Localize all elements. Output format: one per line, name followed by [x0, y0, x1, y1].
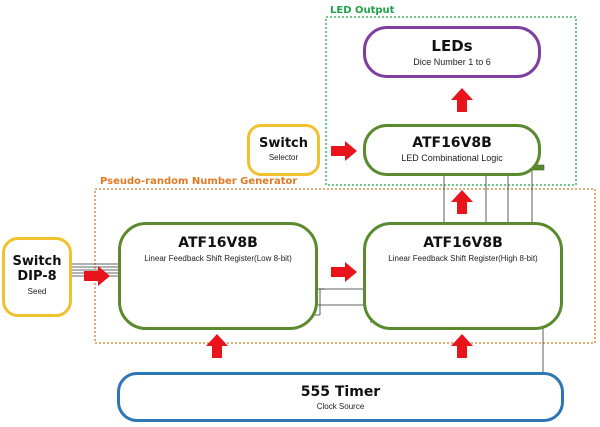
arrow-logic-to-leds: [451, 88, 473, 112]
led-output-region: [325, 16, 577, 186]
seed-switch-title-line1: Switch: [12, 254, 62, 269]
timer-subtitle: Clock Source: [316, 402, 365, 411]
selector-switch-title: Switch: [258, 136, 308, 151]
lfsr-high-subtitle: Linear Feedback Shift Register(High 8-bi…: [388, 254, 538, 263]
led-logic-block: ATF16V8B LED Combinational Logic: [363, 124, 541, 176]
lfsr-low-subtitle: Linear Feedback Shift Register(Low 8-bit…: [144, 254, 292, 263]
lfsr-low-title: ATF16V8B: [178, 235, 258, 251]
arrow-timer-to-low: [206, 334, 228, 358]
arrow-low-to-high: [331, 262, 357, 282]
led-logic-subtitle: LED Combinational Logic: [401, 153, 503, 163]
seed-switch-title-line2: DIP-8: [17, 269, 57, 284]
lfsr-low-block: ATF16V8B Linear Feedback Shift Register(…: [118, 222, 318, 330]
selector-switch-block[interactable]: Switch Selector: [247, 124, 320, 176]
leds-title: LEDs: [431, 37, 473, 55]
led-logic-title: ATF16V8B: [412, 135, 492, 151]
arrow-seed-to-low: [84, 266, 110, 286]
timer-title: 555 Timer: [300, 384, 381, 400]
seed-dip-switch-block[interactable]: Switch DIP-8 Seed: [2, 237, 72, 317]
arrows: [84, 88, 473, 358]
prng-region: [94, 188, 596, 344]
leds-subtitle: Dice Number 1 to 6: [413, 57, 491, 67]
arrow-timer-to-high: [451, 334, 473, 358]
lfsr-high-title: ATF16V8B: [423, 235, 503, 251]
lfsr-high-block: ATF16V8B Linear Feedback Shift Register(…: [363, 222, 563, 330]
arrow-selector-to-logic: [331, 141, 357, 161]
prng-label: Pseudo-random Number Generator: [100, 176, 298, 187]
selector-switch-subtitle: Selector: [268, 153, 299, 162]
leds-block: LEDs Dice Number 1 to 6: [363, 26, 541, 78]
led-output-label: LED Output: [330, 5, 395, 16]
seed-switch-subtitle: Seed: [27, 287, 47, 296]
arrow-high-to-logic: [451, 190, 473, 214]
timer-555-block: 555 Timer Clock Source: [117, 372, 564, 422]
